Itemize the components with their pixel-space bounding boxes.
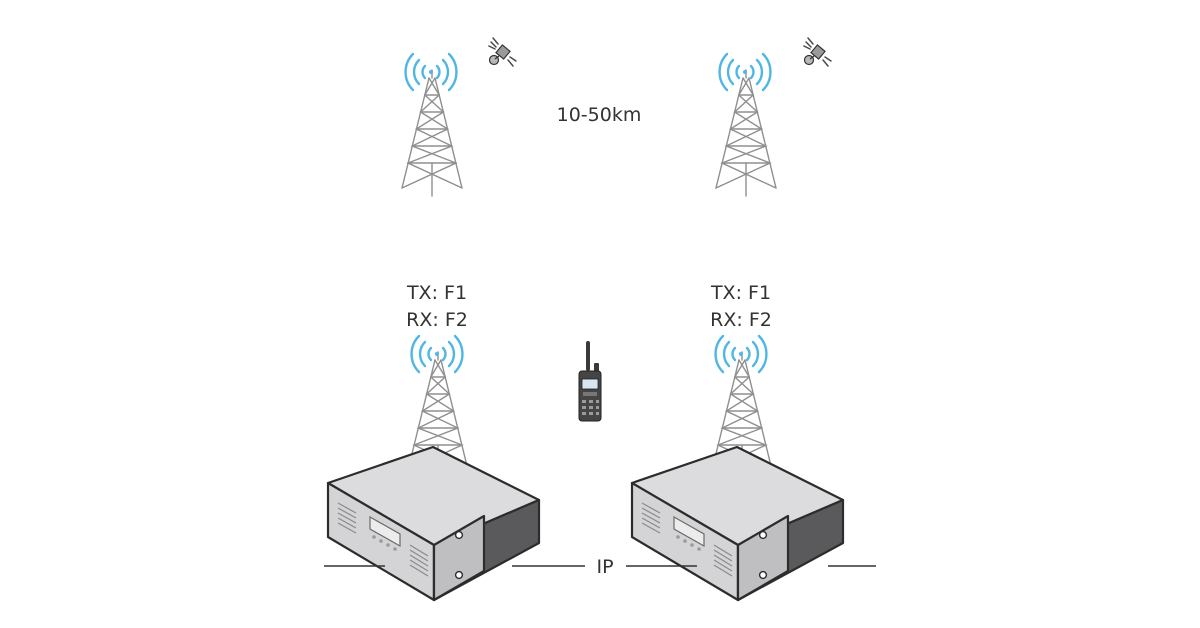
satellite-icon-left: [488, 37, 517, 67]
rx-frequency-label-right: RX: F2: [710, 309, 772, 331]
handheld-radio-icon: [578, 340, 602, 422]
ip-link-label: IP: [596, 556, 613, 578]
tx-frequency-label-right: TX: F1: [710, 282, 771, 304]
repeater-icon-left: [326, 445, 541, 602]
distance-label: 10-50km: [557, 104, 642, 126]
rx-frequency-label-left: RX: F2: [406, 309, 468, 331]
tx-frequency-label-left: TX: F1: [406, 282, 467, 304]
repeater-icon-right: [630, 445, 845, 602]
satellite-icon-right: [803, 37, 832, 67]
